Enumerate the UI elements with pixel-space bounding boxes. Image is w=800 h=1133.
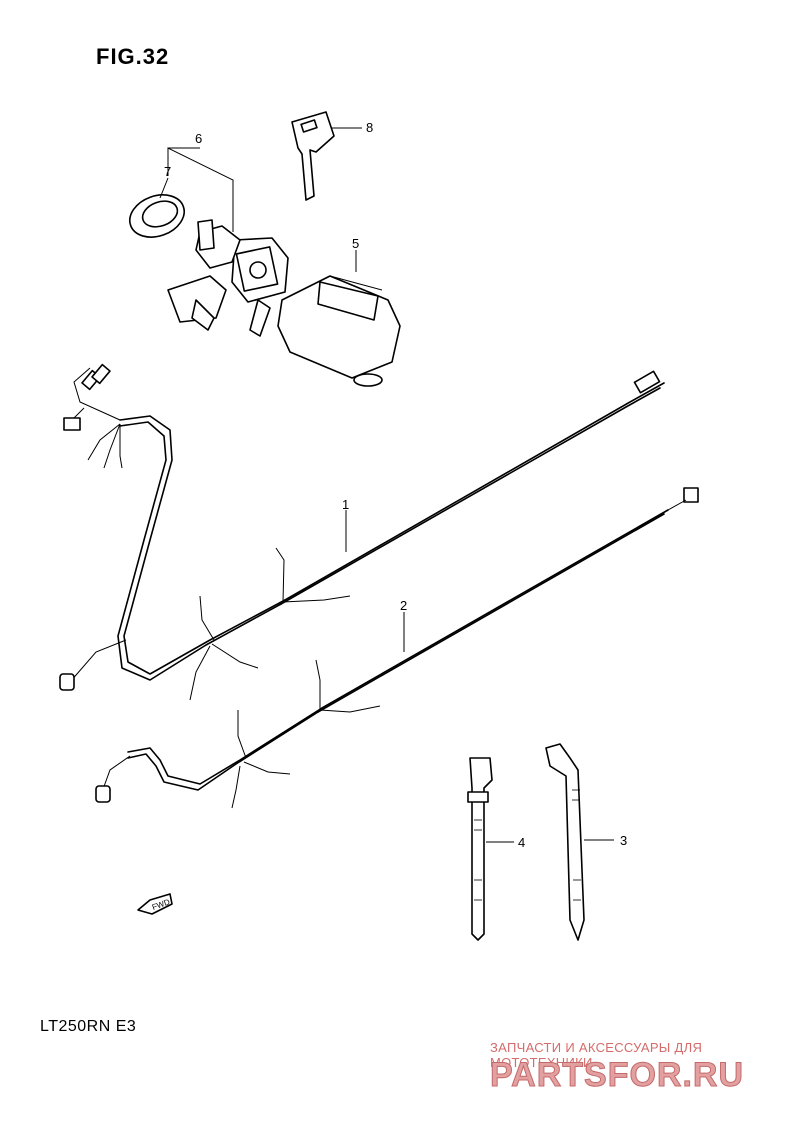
ignition-switch-assembly bbox=[129, 147, 289, 337]
ignition-key bbox=[291, 111, 362, 201]
callout-6: 6 bbox=[195, 131, 203, 146]
watermark-tagline: ЗАПЧАСТИ И АКСЕССУАРЫ ДЛЯ МОТОТЕХНИКИ bbox=[490, 1040, 703, 1070]
callout-4: 4 bbox=[518, 835, 526, 850]
figure-title: FIG.32 bbox=[96, 44, 170, 69]
callout-2: 2 bbox=[400, 598, 408, 613]
cable-tie bbox=[545, 743, 614, 941]
callout-7: 7 bbox=[164, 164, 172, 179]
model-label: LT250RN E3 bbox=[40, 1018, 137, 1035]
forward-arrow: FWD bbox=[137, 893, 173, 915]
watermark-logo: PARTSFOR.RU bbox=[490, 1056, 744, 1095]
callout-3: 3 bbox=[620, 833, 628, 848]
callout-1: 1 bbox=[342, 497, 350, 512]
watermark-logo-text: PARTSFOR.RU bbox=[490, 1056, 744, 1094]
wiring-harness-main bbox=[59, 363, 665, 701]
harness-clamp bbox=[467, 757, 514, 941]
switch-cover bbox=[277, 250, 401, 387]
callout-5: 5 bbox=[352, 236, 360, 251]
wiring-harness-sub bbox=[95, 487, 699, 809]
callout-8: 8 bbox=[366, 120, 374, 135]
